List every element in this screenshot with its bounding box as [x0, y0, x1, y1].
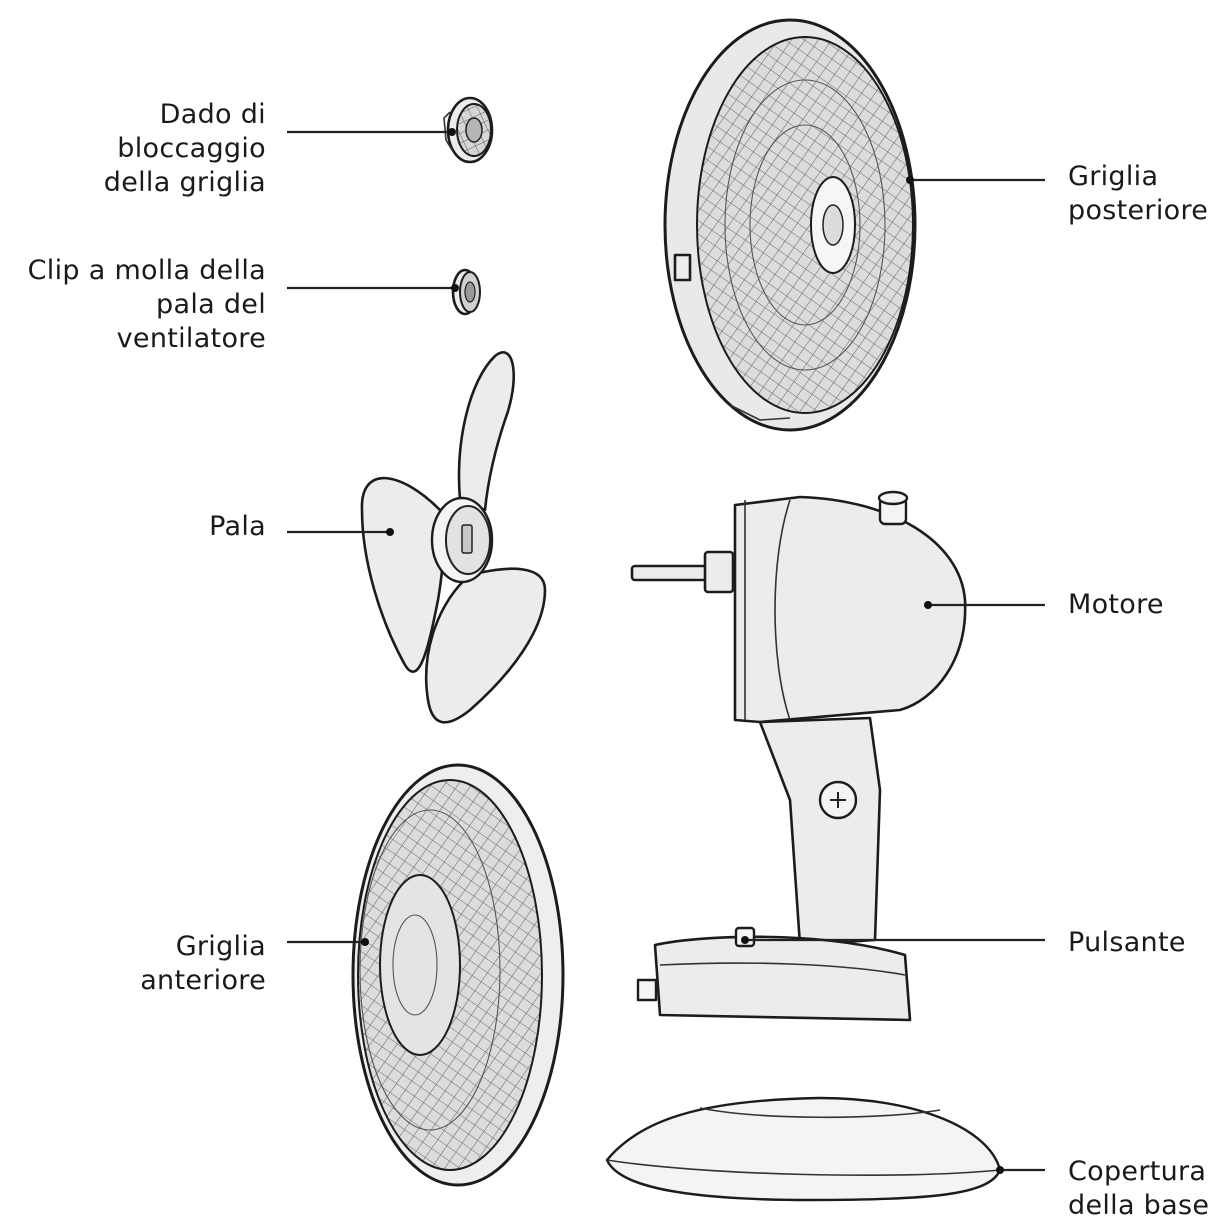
label-line: Griglia [1068, 161, 1159, 192]
label-line: della griglia [103, 167, 266, 198]
leader-lines [287, 128, 1045, 1174]
label-line: ventilatore [116, 323, 266, 354]
label-line: bloccaggio [117, 133, 266, 164]
blade-spring-clip [451, 268, 481, 316]
label-rear-grille: Griglia posteriore [1068, 160, 1208, 228]
label-line: Pulsante [1068, 927, 1186, 958]
fan-blade [360, 351, 547, 724]
label-line: Copertura [1068, 1156, 1207, 1187]
grille-lock-nut [443, 96, 494, 164]
label-line: Clip a molla della [27, 255, 266, 286]
label-base-cover: Copertura della base [1068, 1155, 1209, 1223]
label-front-grille: Griglia anteriore [140, 930, 266, 998]
label-motor: Motore [1068, 588, 1164, 622]
label-line: anteriore [140, 965, 266, 996]
label-line: della base [1068, 1190, 1210, 1221]
label-line: pala del [156, 289, 266, 320]
label-button: Pulsante [1068, 926, 1186, 960]
motor-assembly [630, 490, 967, 1022]
label-line: Motore [1068, 589, 1164, 620]
label-line: Dado di [159, 99, 266, 130]
front-grille [351, 763, 565, 1187]
rear-grille [663, 18, 917, 432]
label-spring-clip: Clip a molla della pala del ventilatore [28, 254, 266, 356]
base-cover [605, 1096, 1002, 1202]
label-line: Griglia [175, 931, 266, 962]
label-lock-nut: Dado di bloccaggio della griglia [104, 98, 266, 200]
label-line: posteriore [1068, 195, 1209, 226]
label-blade: Pala [209, 510, 266, 544]
label-line: Pala [209, 511, 266, 542]
